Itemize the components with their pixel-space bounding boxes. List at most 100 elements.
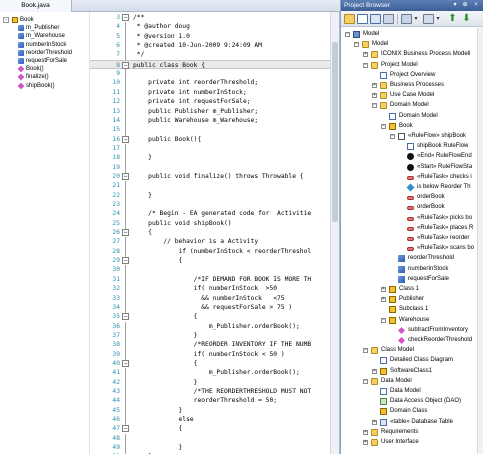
code-line[interactable]: 23 [90,200,338,211]
tree-item[interactable]: −Domain Model [341,101,477,110]
fold-toggle-icon[interactable]: − [122,229,129,237]
code-line[interactable]: 33 && numberInStock <75 [90,293,338,305]
tree-item[interactable]: +Requirements [341,428,477,437]
tree-item[interactable]: «RuleTask» scans bo [341,244,477,253]
tree-item[interactable]: «RuleTask» checks i [341,173,477,182]
tree-item[interactable]: Project Overview [341,71,477,80]
code-line[interactable]: 49 } [90,443,338,454]
code-line[interactable]: 28 if (numberInStock < reorderThreshol [90,246,338,258]
tree-item[interactable]: orderBook [341,203,477,212]
generate-code-icon[interactable] [401,14,412,24]
code-line[interactable]: 21 [90,181,338,193]
code-line[interactable]: 36 m_Publisher.orderBook(); [90,321,338,333]
tree-item[interactable]: −Model [341,40,477,49]
code-line[interactable]: 22 } [90,190,338,202]
code-line[interactable]: 47− { [90,424,338,433]
code-line[interactable]: 18 } [90,153,338,165]
outline-field-node[interactable]: numberInStock [18,41,66,49]
code-line[interactable]: 14 public Warehouse m_Warehouse; [90,115,338,127]
new-diagram-icon[interactable] [357,14,368,24]
tree-item[interactable]: orderBook [341,193,477,202]
chevron-down-icon[interactable]: ▾ [414,15,418,22]
outline-method-node[interactable]: shipBook() [17,82,55,90]
tree-item[interactable]: −Model [341,30,477,39]
collapse-toggle-icon[interactable]: − [3,17,9,23]
code-line[interactable]: 16− public Book(){ [90,135,338,144]
code-line[interactable]: 11 private int numberInStock; [90,87,338,99]
expand-icon[interactable]: + [363,439,368,445]
outline-field-node[interactable]: requestForSale [18,57,67,65]
tree-item[interactable]: −Warehouse [341,316,477,325]
close-icon[interactable]: × [474,2,478,8]
tree-item[interactable]: Detailed Class Diagram [341,356,477,365]
code-line[interactable]: 10 private int reorderThreshold; [90,78,338,90]
collapse-icon[interactable]: − [381,316,386,323]
tree-item[interactable]: −Data Model [341,377,477,386]
tree-item[interactable]: «RuleTask» reorder [341,234,477,243]
code-line[interactable]: 35− { [90,312,338,321]
code-line[interactable]: 40− { [90,359,338,368]
move-up-icon[interactable]: ⬆ [448,13,457,24]
code-line[interactable]: 20− public void finalize() throws Throwa… [90,172,338,181]
code-line[interactable]: 48 [90,433,338,445]
tree-item[interactable]: «Start» RuleFlowSta [341,163,477,172]
code-line[interactable]: 15 [90,125,338,137]
code-line[interactable]: 29− { [90,256,338,265]
tree-item[interactable]: +Class 1 [341,285,477,294]
move-down-icon[interactable]: ⬇ [462,13,471,24]
tree-item[interactable]: +Publisher [341,295,477,304]
collapse-icon[interactable]: − [345,31,350,37]
expand-icon[interactable]: + [372,418,377,425]
tree-item[interactable]: −«RuleFlow» shipBook [341,132,477,141]
tree-item[interactable]: −Project Model [341,61,477,70]
outline-class-node[interactable]: −Book [3,16,34,24]
tree-item[interactable]: −Class Model [341,346,477,355]
collapse-icon[interactable]: − [390,133,395,139]
code-line[interactable]: 39 if( numberInStock < 50 ) [90,349,338,361]
fold-toggle-icon[interactable]: − [122,425,129,433]
tree-item[interactable]: Subclass 1 [341,305,477,314]
tab-book-java[interactable]: Book.java [0,0,72,12]
tree-item[interactable]: +Business Processes [341,81,477,90]
code-line[interactable]: 26− { [90,228,338,237]
expand-icon[interactable]: + [381,296,386,303]
code-line[interactable]: 4 * @author doug [90,22,338,34]
chevron-down-icon[interactable]: ▾ [436,15,440,22]
tree-item[interactable]: reorderThreshold [341,254,477,263]
collapse-icon[interactable]: − [363,377,368,384]
outline-field-node[interactable]: m_Publisher [18,24,59,32]
scrollbar-thumb[interactable] [332,42,338,222]
code-line[interactable]: 19 [90,162,338,174]
fold-toggle-icon[interactable]: − [122,257,129,265]
dropdown-icon[interactable]: ▾ [453,2,457,8]
code-line[interactable]: 25 public void shipBook() [90,218,338,230]
expand-icon[interactable]: + [363,428,368,435]
tree-item[interactable]: «RuleTask» picks bo [341,214,477,223]
code-line[interactable]: 43 /*THE REORDERTHRESHOLD MUST NOT [90,387,338,398]
tree-item[interactable]: numberInStock [341,265,477,274]
view-options-icon[interactable] [423,14,434,24]
fold-toggle-icon[interactable]: − [122,172,129,180]
properties-icon[interactable] [383,14,394,24]
tree-item[interactable]: Data Access Object (DAO) [341,397,477,406]
tree-item[interactable]: +Use Case Model [341,91,477,100]
tree-item[interactable]: «End» RuleFlowEnd [341,152,477,161]
code-line[interactable]: 41 m_Publisher.orderBook(); [90,368,338,380]
editor-vertical-scrollbar[interactable] [330,12,339,454]
fold-toggle-icon[interactable]: − [122,359,129,367]
collapse-icon[interactable]: − [372,102,377,109]
code-line[interactable]: 8−public class Book { [90,59,338,70]
code-line[interactable]: 27 // behavior is a Activity [90,237,338,249]
expand-icon[interactable]: + [381,286,386,292]
pin-icon[interactable]: ⊕ [462,2,468,8]
fold-toggle-icon[interactable]: − [122,61,129,69]
outline-method-node[interactable]: finalize() [17,73,49,81]
tree-item[interactable]: +«table» Database Table [341,418,477,427]
fold-toggle-icon[interactable]: − [122,14,129,21]
tree-item[interactable]: Domain Class [341,407,477,416]
tree-item[interactable]: shipBook RuleFlow [341,142,477,151]
code-line[interactable]: 24 /* Begin - EA generated code for Acti… [90,209,338,221]
code-line[interactable]: 31 /*IF DEMAND FOR BOOK IS MORE TH [90,274,338,286]
outline-method-node[interactable]: Book() [17,65,44,73]
tree-item[interactable]: Data Model [341,387,477,396]
